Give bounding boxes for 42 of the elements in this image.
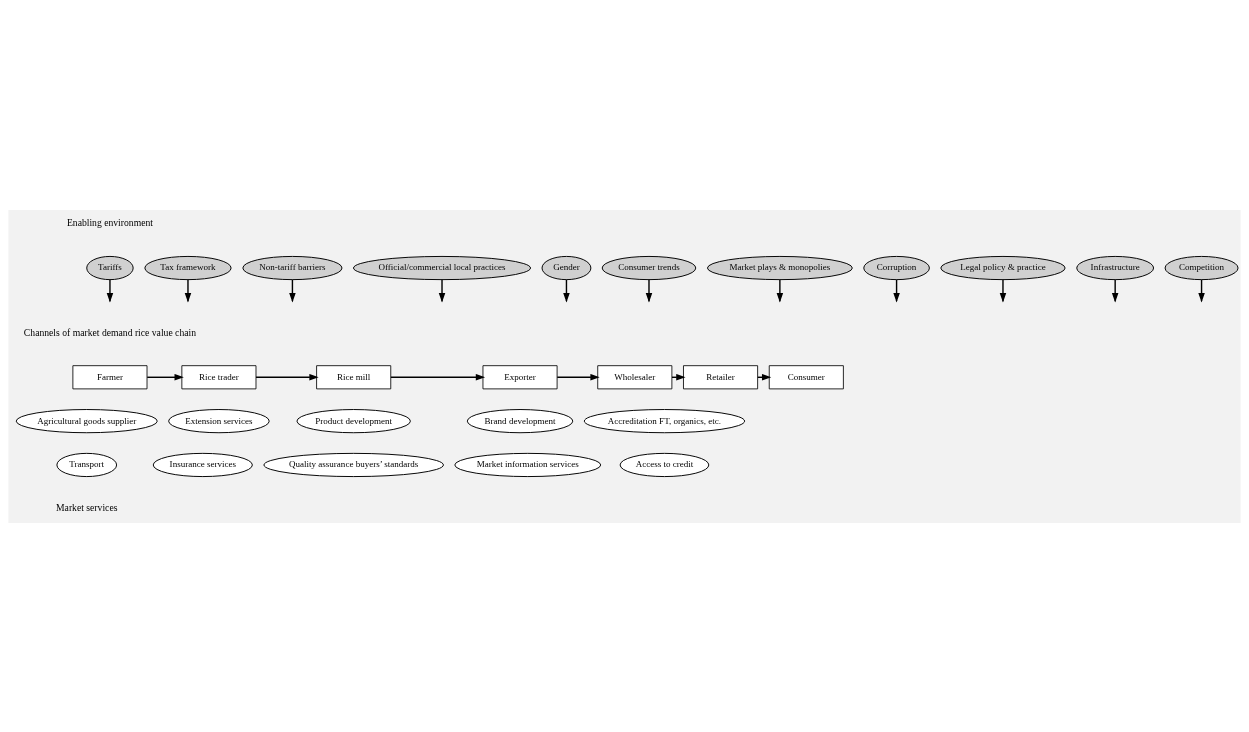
- arrow: [390, 373, 486, 381]
- arrow: [255, 373, 319, 381]
- node-ellipse: Competition: [1164, 255, 1239, 280]
- node-ellipse: Tax framework: [144, 255, 232, 280]
- arrow: [146, 373, 184, 381]
- node-box: Rice mill: [316, 364, 392, 389]
- node-ellipse: Gender: [541, 255, 592, 280]
- arrow: [1111, 278, 1119, 302]
- node-ellipse: Market information services: [454, 452, 602, 477]
- node-ellipse: Transport: [56, 452, 118, 477]
- node-ellipse: Product development: [296, 408, 411, 433]
- node-box: Retailer: [683, 364, 759, 389]
- node-ellipse: Agricultural goods supplier: [15, 408, 158, 433]
- node-ellipse: Infrastructure: [1076, 255, 1155, 280]
- node-ellipse: Non-tariff barriers: [242, 255, 343, 280]
- node-ellipse: Legal policy & practice: [940, 255, 1066, 280]
- node-ellipse: Insurance services: [152, 452, 253, 477]
- node-ellipse: Access to credit: [619, 452, 710, 477]
- label: Enabling environment: [66, 216, 153, 228]
- node-ellipse: Corruption: [863, 255, 930, 280]
- label: Market services: [56, 501, 118, 513]
- node-ellipse: Consumer trends: [601, 255, 697, 280]
- arrow: [645, 278, 653, 302]
- node-ellipse: Accreditation FT, organics, etc.: [583, 408, 746, 433]
- node-ellipse: Quality assurance buyers’ standards: [263, 452, 444, 477]
- arrow: [106, 278, 114, 302]
- arrow: [999, 278, 1007, 302]
- arrow: [438, 278, 446, 302]
- node-box: Exporter: [482, 364, 558, 389]
- arrow: [556, 373, 600, 381]
- node-box: Farmer: [72, 364, 148, 389]
- node-ellipse: Extension services: [168, 408, 270, 433]
- node-box: Rice trader: [181, 364, 257, 389]
- label: Channels of market demand rice value chain: [23, 326, 197, 338]
- arrow: [776, 278, 784, 302]
- node-ellipse: Brand development: [466, 408, 574, 433]
- node-box: Wholesaler: [597, 364, 673, 389]
- node-box: Consumer: [768, 364, 844, 389]
- arrow: [184, 278, 192, 302]
- node-ellipse: Tariffs: [86, 255, 134, 280]
- node-ellipse: Market plays & monopolies: [706, 255, 853, 280]
- node-ellipse: Official/commercial local practices: [353, 255, 531, 280]
